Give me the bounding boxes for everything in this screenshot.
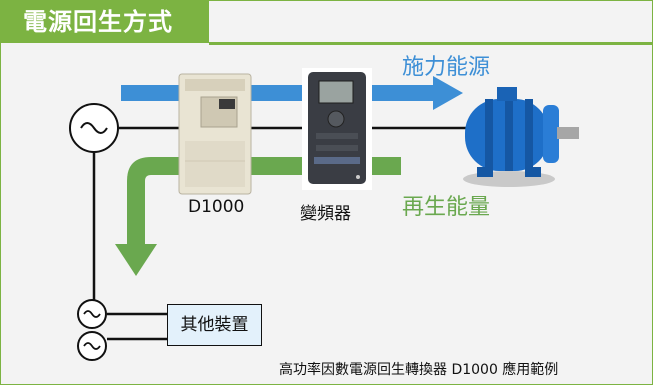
regen-flow-label: 再生能量 [402,195,491,220]
inverter-icon [302,68,372,190]
d1000-label: D1000 [188,197,245,217]
power-flow-arrow [121,76,463,110]
ac-source-icon [69,103,119,153]
figure-caption: 高功率因數電源回生轉換器 D1000 應用範例 [279,362,559,378]
ac-source-icon [77,299,107,329]
power-flow-label: 施力能源 [402,55,491,80]
header-divider [209,42,652,45]
d1000-converter-icon [178,73,252,195]
motor-icon [463,87,579,187]
other-equipment-box: 其他裝置 [167,304,262,346]
wiring [92,126,471,341]
inverter-label: 變頻器 [300,204,351,224]
ac-source-icon [77,331,107,361]
diagram-title: 電源回生方式 [1,1,209,43]
